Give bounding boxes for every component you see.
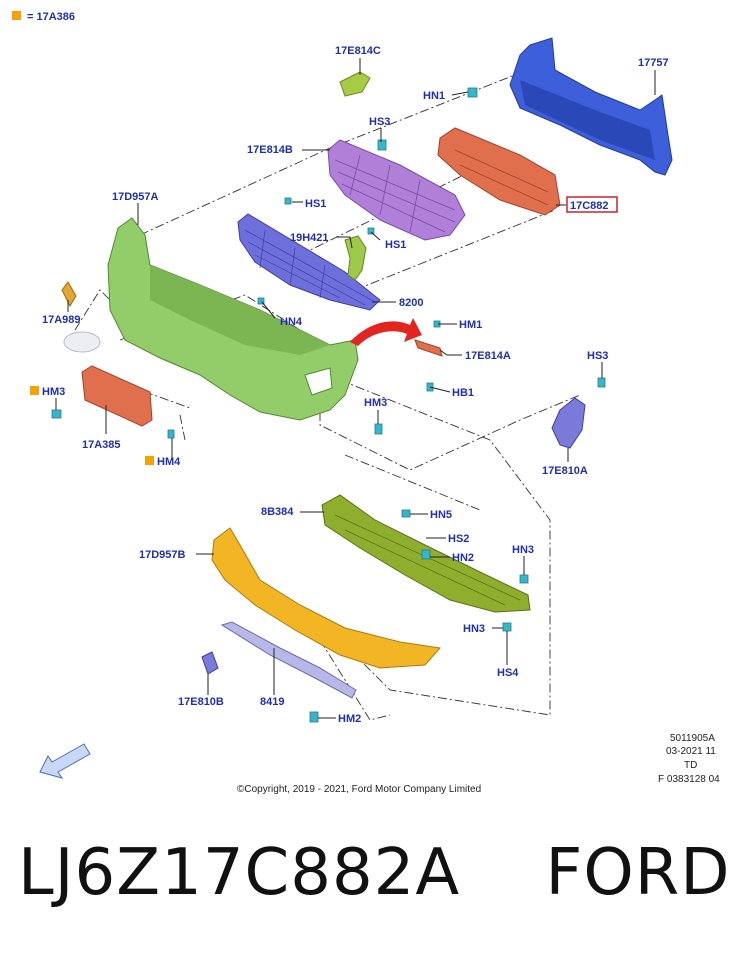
fastener-icon [367,227,375,235]
upper-grille[interactable] [327,139,466,241]
part-label[interactable]: HM1 [459,319,482,331]
doc-tag: TD [684,760,697,771]
part-label[interactable]: 17A385 [82,439,121,451]
fastener-icon [421,549,431,560]
part-label[interactable]: HN2 [452,552,474,564]
sensor-bracket-19H421[interactable] [344,235,367,281]
part-label[interactable]: 8B384 [261,506,294,518]
part-label[interactable]: HN4 [280,316,303,328]
doc-code: 5011905A [670,733,715,744]
orientation-arrow-icon [39,743,91,779]
side-bracket-17E810B[interactable] [201,651,219,675]
energy-absorber-ribs [454,149,549,206]
part-label[interactable]: 17757 [638,57,669,69]
part-label[interactable]: 17D957B [139,549,186,561]
part-label[interactable]: HB1 [452,387,474,399]
lower-grille[interactable] [237,213,381,311]
part-label[interactable]: 19H421 [290,232,329,244]
part-label[interactable]: 17E810B [178,696,224,708]
part-label[interactable]: HN5 [430,509,452,521]
copyright: ©Copyright, 2019 - 2021, Ford Motor Comp… [237,784,481,795]
part-label[interactable]: HS4 [497,667,519,679]
part-label[interactable]: HN1 [423,90,445,102]
part-label[interactable]: 17E810A [542,465,588,477]
leader-lines [55,58,656,719]
part-label[interactable]: HM4 [157,456,181,468]
part-label[interactable]: 17E814A [465,350,511,362]
part-label[interactable]: 8419 [260,696,284,708]
direction-arrow [350,318,422,346]
fastener-icon [401,509,411,518]
part-label[interactable]: 17E814C [335,45,381,57]
bracket-17E814A[interactable] [414,339,443,357]
lower-grille-mesh [244,229,376,306]
part-label[interactable]: HN3 [512,544,534,556]
doc-ref: F 0383128 04 [658,774,720,785]
fastener-icon [597,377,606,388]
bracket-17A989[interactable] [61,281,77,308]
part-label[interactable]: HS1 [305,198,326,210]
part-label[interactable]: HM3 [42,386,65,398]
fastener-icon [257,297,265,305]
part-label[interactable]: HS3 [369,116,390,128]
doc-date: 03-2021 11 [666,746,716,757]
license-plate-bracket[interactable] [81,365,153,427]
side-bracket-17E810A[interactable] [551,397,586,449]
fastener-icon [519,574,529,584]
highlight-box [566,196,618,213]
part-label[interactable]: HN3 [463,623,485,635]
lower-spoiler[interactable] [211,527,441,669]
part-label[interactable]: HS3 [587,350,608,362]
part-label[interactable]: HM2 [338,713,361,725]
fastener-icon [377,139,387,151]
legend-marker [30,386,39,395]
part-label[interactable]: 17D957A [112,191,159,203]
fastener-icon [502,622,512,632]
legend-marker [145,456,154,465]
part-number-title: LJ6Z17C882A FORD [18,836,731,910]
part-label[interactable]: 8200 [399,297,423,309]
part-label[interactable]: HS1 [385,239,406,251]
trim-strip-8419[interactable] [220,621,357,699]
fastener-icon [467,87,478,98]
part-label[interactable]: HS2 [448,533,469,545]
energy-absorber[interactable] [437,127,561,216]
lamp-lens [63,331,101,353]
part-label[interactable]: 17E814B [247,144,293,156]
fastener-icon [284,197,292,205]
part-label[interactable]: 17C882 [570,200,609,212]
bracket-17E814C[interactable] [339,71,371,97]
part-labels: 17E814C 17757 HN1 HS3 17E814B 17C882 17D… [42,45,669,725]
fastener-icon [51,409,62,419]
fog-lamp-opening [304,367,333,396]
fastener-icon [167,429,175,439]
fastener-icon [309,711,319,723]
legend-marker [12,11,21,20]
reinforcement-beam-face [520,80,655,160]
part-label[interactable]: 17A989 [42,314,81,326]
part-label[interactable]: HM3 [364,397,387,409]
bumper-cover-top [150,265,330,355]
upper-grille-mesh [334,154,456,233]
fastener-icon [374,423,383,435]
legend-text: = 17A386 [27,11,75,23]
